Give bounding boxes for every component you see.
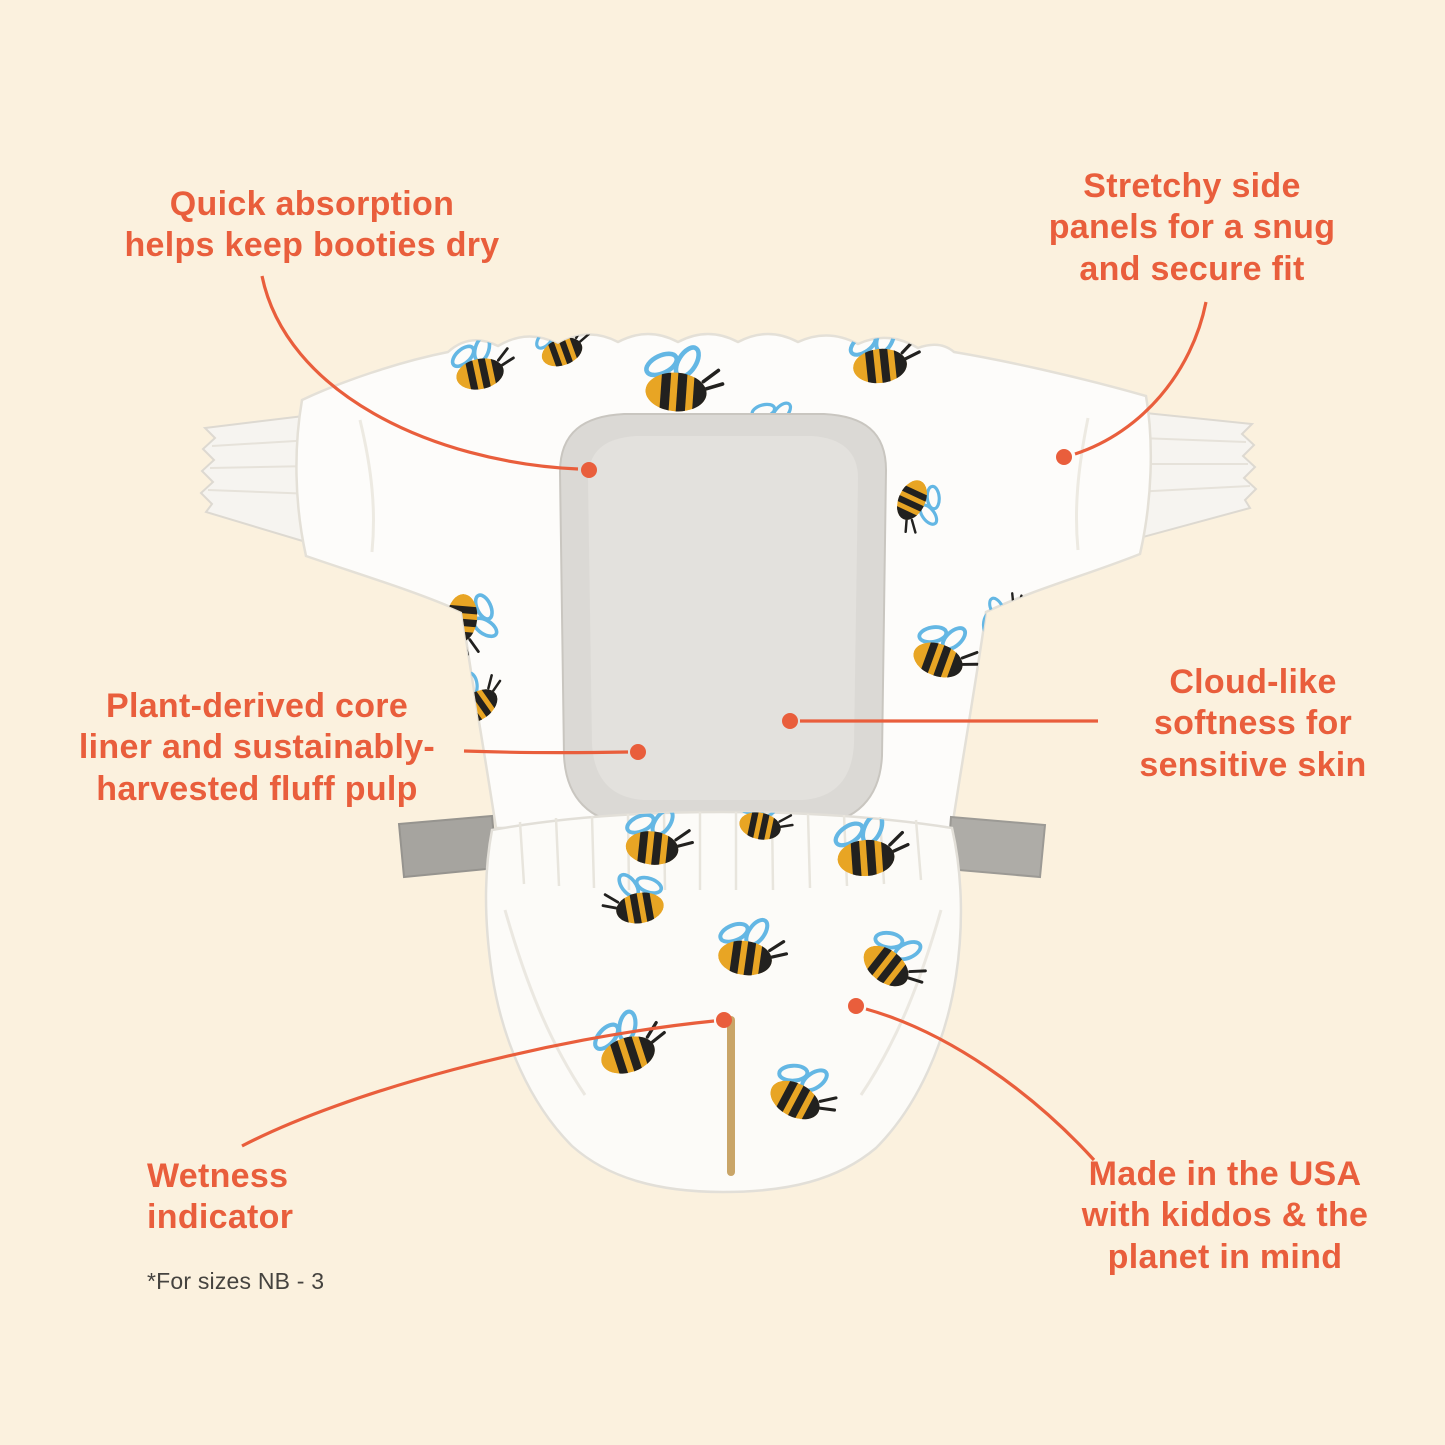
- callout-dot-quick-absorption: [581, 462, 597, 478]
- callout-text-line: Stretchy side: [1083, 167, 1301, 205]
- wetness-indicator-line: [727, 1016, 735, 1176]
- leader-line-wetness-indicator: [241, 1019, 715, 1148]
- callout-text-line: Quick absorption: [169, 185, 455, 223]
- callout-text-line: Cloud-like: [1169, 663, 1337, 701]
- callout-text-line: softness for: [1153, 704, 1353, 743]
- callout-made-in-usa: Made in the USA with kiddos & the planet…: [1055, 1154, 1395, 1278]
- leader-line-quick-absorption: [260, 275, 579, 471]
- callout-dot-core-liner: [630, 744, 646, 760]
- callout-dot-cloud-softness: [782, 713, 798, 729]
- callout-quick-absorption: Quick absorption helps keep booties dry: [87, 184, 537, 267]
- callout-dot-wetness-indicator: [716, 1012, 732, 1028]
- callout-dot-made-in-usa: [848, 998, 864, 1014]
- right-tab: [945, 815, 1047, 879]
- callout-text-line: Plant-derived core: [105, 687, 409, 725]
- left-tab: [397, 814, 499, 879]
- callout-dot-stretchy-panels: [1056, 449, 1072, 465]
- callout-text-line: panels for a snug: [1048, 208, 1336, 247]
- callout-core-liner: Plant-derived core liner and sustainably…: [52, 686, 462, 810]
- leader-line-made-in-usa: [865, 1007, 1096, 1162]
- callout-text-line: Wetness: [147, 1157, 289, 1195]
- callout-text-line: harvested fluff pulp: [96, 769, 418, 808]
- callout-text-line: indicator: [147, 1198, 294, 1237]
- diaper-fastened-illustration: [397, 810, 1047, 1194]
- inner-pad-highlight: [588, 436, 858, 800]
- callout-stretchy-panels: Stretchy side panels for a snug and secu…: [1017, 166, 1367, 290]
- side-creases: [503, 909, 943, 1096]
- right-strap: [1130, 410, 1258, 542]
- callout-leaders: [241, 275, 1208, 1162]
- callout-text-line: sensitive skin: [1139, 745, 1367, 784]
- callout-wetness-indicator: Wetness indicator *For sizes NB - 3: [147, 1156, 427, 1295]
- callout-cloud-softness: Cloud-like softness for sensitive skin: [1097, 662, 1409, 786]
- callout-text-line: with kiddos & the: [1081, 1196, 1369, 1235]
- leader-line-core-liner: [463, 749, 629, 755]
- callout-text-line: liner and sustainably-: [78, 728, 436, 767]
- callout-text-line: planet in mind: [1107, 1237, 1343, 1276]
- leader-line-stretchy-panels: [1074, 301, 1208, 456]
- callout-text-line: Made in the USA: [1088, 1155, 1362, 1193]
- size-note: *For sizes NB - 3: [147, 1267, 325, 1294]
- callout-text-line: helps keep booties dry: [124, 226, 500, 265]
- callout-text-line: and secure fit: [1079, 249, 1305, 288]
